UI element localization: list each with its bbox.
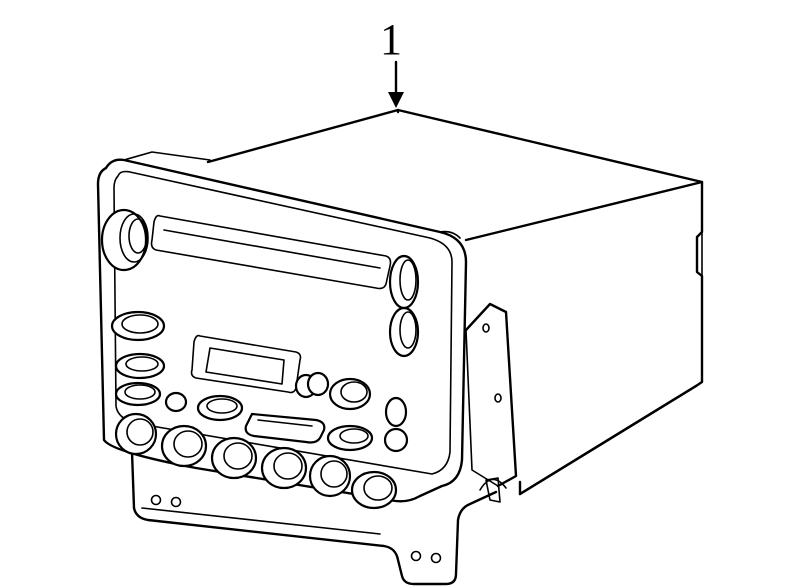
display-window (190, 334, 302, 394)
faceplate (96, 151, 468, 503)
volume-knob (100, 208, 149, 272)
bottom-mounting-bracket (130, 450, 498, 586)
cd-slot (150, 214, 392, 290)
eject-button-lower (388, 306, 420, 358)
callout-number-1: 1 (380, 15, 402, 64)
side-mounting-bracket (464, 302, 518, 488)
callout-arrow-head (388, 92, 404, 108)
eject-button-upper (388, 254, 420, 310)
button-row-bottom (114, 412, 398, 510)
bracket-connector (479, 477, 507, 503)
chassis-body (206, 108, 704, 496)
button-group-left (110, 310, 166, 407)
button-row-middle (164, 371, 409, 453)
